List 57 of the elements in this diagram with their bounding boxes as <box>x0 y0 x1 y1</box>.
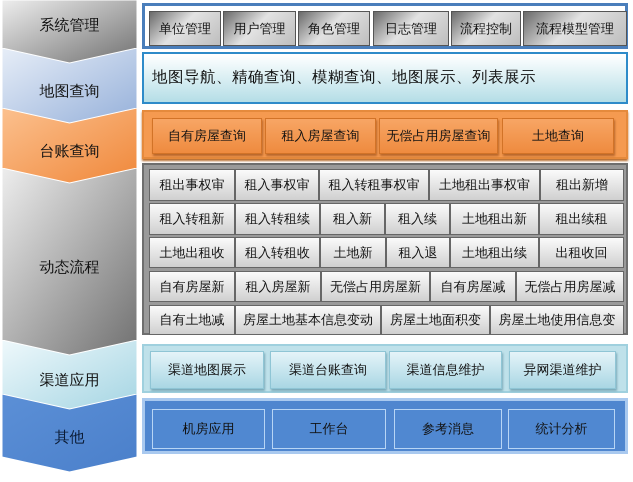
process-cell: 房屋土地面积变 <box>381 305 490 335</box>
menu-button: 渠道地图展示 <box>150 351 264 389</box>
menu-button: 工作台 <box>272 409 386 449</box>
menu-button: 渠道信息维护 <box>389 351 502 389</box>
menu-button: 角色管理 <box>298 11 370 46</box>
process-cell: 租入退 <box>386 237 450 268</box>
process-cell: 租入转租新 <box>149 203 235 235</box>
process-cell: 土地租出事权审 <box>429 169 540 201</box>
section-label: 系统管理 <box>38 16 100 35</box>
menu-button: 渠道台账查询 <box>270 351 386 389</box>
section-label: 渠道应用 <box>38 371 100 390</box>
process-cell: 租入房屋新 <box>235 271 321 302</box>
menu-button: 日志管理 <box>373 11 449 46</box>
process-cell: 土地租出新 <box>450 203 539 235</box>
text-line: 地图导航、精确查询、模糊查询、地图展示、列表展示 <box>152 67 536 88</box>
section-label: 其他 <box>54 428 86 447</box>
process-cell: 自有房屋减 <box>430 271 516 302</box>
panel <box>142 3 628 49</box>
process-cell: 无偿占用房屋减 <box>516 271 624 302</box>
process-cell: 土地租出续 <box>450 237 539 268</box>
process-cell: 租出事权审 <box>149 169 235 201</box>
process-cell: 房屋土地使用信息变 <box>490 305 624 335</box>
menu-button: 自有房屋查询 <box>152 118 262 154</box>
menu-button: 异网渠道维护 <box>509 351 616 389</box>
panel <box>142 398 628 454</box>
menu-button: 用户管理 <box>223 11 296 46</box>
process-cell: 租入转租续 <box>235 203 320 235</box>
menu-button: 租入房屋查询 <box>265 118 376 154</box>
process-cell: 自有房屋新 <box>149 271 235 302</box>
menu-button: 机房应用 <box>152 409 265 449</box>
process-cell: 土地出租收 <box>149 237 235 268</box>
panel <box>142 344 628 393</box>
process-cell: 租入事权审 <box>235 169 319 201</box>
menu-button: 参考消息 <box>394 409 502 449</box>
process-cell: 出租收回 <box>539 237 624 268</box>
process-cell: 自有土地减 <box>149 305 235 335</box>
menu-button: 无偿占用房屋查询 <box>379 118 498 154</box>
process-cell: 租出续租 <box>539 203 624 235</box>
process-cell: 租入新 <box>320 203 385 235</box>
menu-button: 统计分析 <box>508 409 615 449</box>
process-cell: 租出新增 <box>540 169 624 201</box>
menu-button: 流程控制 <box>451 11 521 46</box>
process-cell: 租入续 <box>385 203 450 235</box>
panel <box>142 163 628 335</box>
process-cell: 土地新 <box>320 237 386 268</box>
panel <box>142 52 628 104</box>
process-cell: 房屋土地基本信息变动 <box>235 305 381 335</box>
process-cell: 租入转租收 <box>235 237 320 268</box>
menu-button: 单位管理 <box>149 11 221 46</box>
menu-button: 土地查询 <box>502 118 614 154</box>
panel <box>142 110 628 159</box>
menu-button: 流程模型管理 <box>523 11 627 46</box>
section-label: 台账查询 <box>38 142 100 161</box>
process-cell: 租入转租事权审 <box>319 169 429 201</box>
process-cell: 无偿占用房屋新 <box>321 271 430 302</box>
section-label: 地图查询 <box>38 82 100 101</box>
section-label: 动态流程 <box>38 258 100 277</box>
